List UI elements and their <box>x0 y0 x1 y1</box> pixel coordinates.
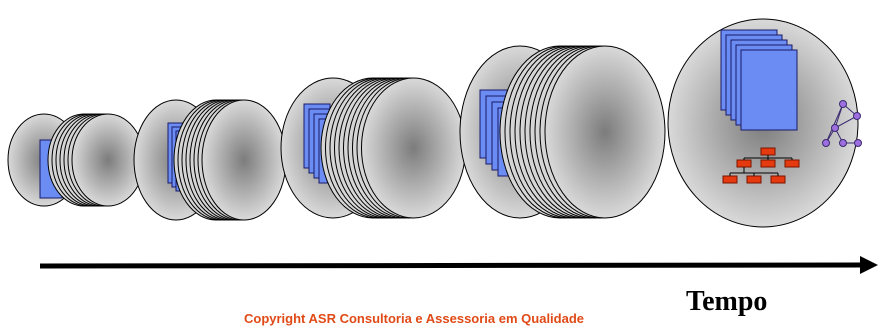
graph-node <box>854 139 862 147</box>
time-arrow-icon <box>39 256 878 274</box>
time-arrow-line <box>39 262 867 269</box>
org-node <box>760 147 776 156</box>
disc <box>201 99 287 221</box>
graph-edge <box>825 103 844 144</box>
graph-node <box>831 124 839 132</box>
graph-node <box>839 100 847 108</box>
org-node <box>722 175 738 184</box>
disc-group <box>7 113 145 207</box>
final-disc-group <box>667 18 862 228</box>
org-connectors <box>729 155 793 176</box>
document-stack-icon <box>720 29 798 131</box>
org-node <box>746 175 762 184</box>
disc-group <box>280 77 466 219</box>
disc <box>71 113 145 207</box>
graph-node <box>839 139 847 147</box>
org-node <box>760 159 776 168</box>
disc-group <box>459 45 666 219</box>
copyright-text: Copyright ASR Consultoria e Assessoria e… <box>244 311 585 326</box>
network-graph-icon <box>822 100 862 147</box>
graph-node <box>853 112 861 120</box>
org-chart-icon <box>722 147 800 184</box>
disc <box>544 45 666 219</box>
disc <box>361 77 466 219</box>
org-node <box>770 175 786 184</box>
org-node <box>736 159 752 168</box>
disc-group <box>133 99 287 221</box>
time-axis-label: Tempo <box>686 286 768 317</box>
org-node <box>784 159 800 168</box>
document-page <box>740 49 798 131</box>
time-arrow-head <box>860 256 878 274</box>
graph-node <box>822 139 830 147</box>
graph-edge <box>834 115 858 129</box>
